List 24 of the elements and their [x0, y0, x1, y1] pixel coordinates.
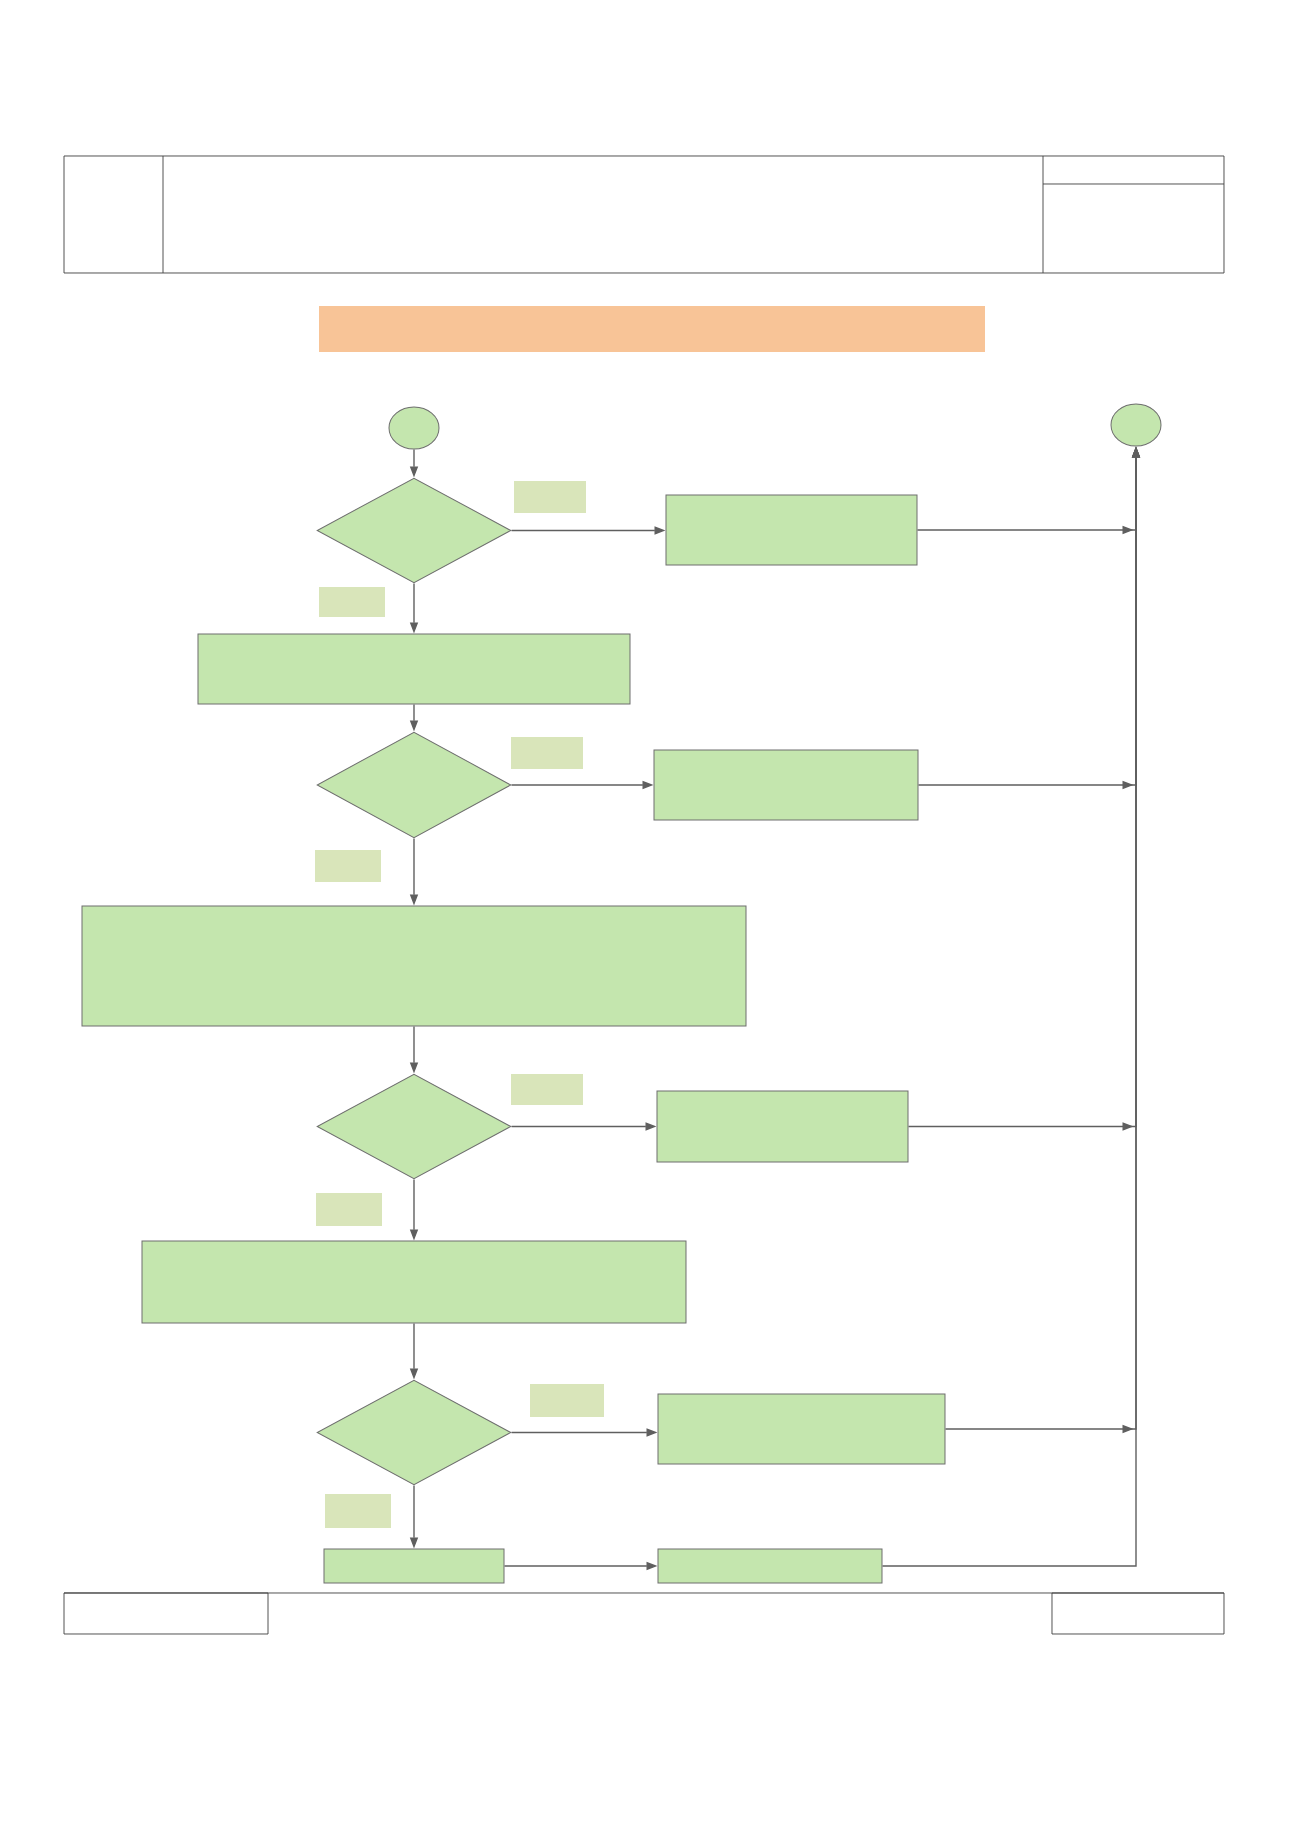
process-box	[656, 1090, 909, 1163]
label-patch	[511, 737, 583, 769]
terminal-circle	[388, 406, 440, 450]
label-patch	[316, 1193, 382, 1226]
decision-diamond	[316, 731, 512, 839]
process-box	[657, 1393, 946, 1465]
label-patch	[511, 1074, 583, 1105]
process-box	[665, 494, 918, 566]
label-patch	[315, 850, 381, 882]
decision-diamond	[316, 1379, 512, 1486]
label-patch	[319, 587, 385, 617]
process-box	[81, 905, 747, 1027]
decision-diamond	[316, 477, 512, 584]
process-box	[323, 1548, 505, 1584]
label-patch	[325, 1494, 391, 1528]
label-patch	[530, 1384, 604, 1417]
process-box	[657, 1548, 883, 1584]
process-box	[197, 633, 631, 705]
process-box	[141, 1240, 687, 1324]
decision-diamond	[316, 1073, 512, 1180]
process-box	[653, 749, 919, 821]
terminal-circle	[1110, 403, 1162, 447]
label-patch	[514, 481, 586, 513]
title-band	[319, 306, 985, 352]
